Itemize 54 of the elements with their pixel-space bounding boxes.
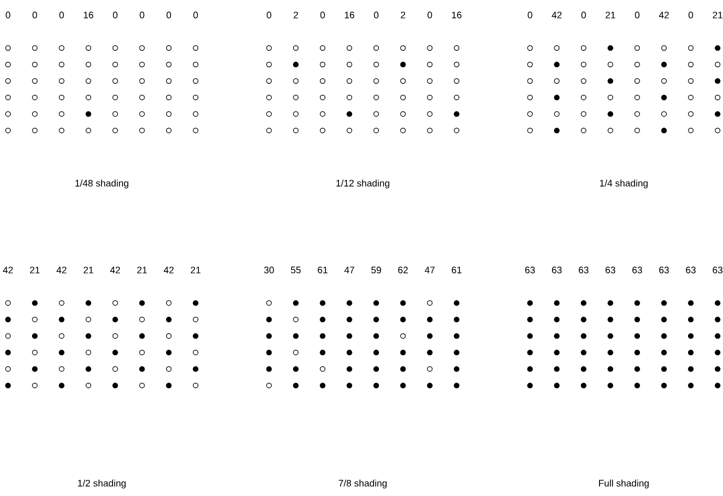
column-value: 42 xyxy=(552,12,562,18)
column-value: 59 xyxy=(371,266,382,274)
column-value: 55 xyxy=(290,266,301,274)
column-value: 42 xyxy=(658,12,669,18)
column-value: 21 xyxy=(30,266,40,274)
column-value: 0 xyxy=(59,12,64,18)
column-value: 21 xyxy=(84,266,94,274)
column-value: 16 xyxy=(84,12,94,18)
column-value: 0 xyxy=(6,12,10,18)
column-value: 0 xyxy=(581,12,586,18)
column-value: 63 xyxy=(552,266,562,274)
column-value: 42 xyxy=(56,266,66,274)
column-value: 0 xyxy=(528,12,532,18)
column-value: 21 xyxy=(190,266,200,274)
column-value: 21 xyxy=(712,12,722,18)
column-value: 47 xyxy=(424,266,435,274)
column-value: 0 xyxy=(140,12,144,18)
column-value: 63 xyxy=(632,266,642,274)
shading-caption: 1/12 shading xyxy=(336,180,390,188)
column-value: 42 xyxy=(2,266,13,274)
column-value: 63 xyxy=(659,266,669,274)
column-value: 47 xyxy=(344,266,354,274)
column-value: 63 xyxy=(712,266,722,274)
column-value: 0 xyxy=(112,12,118,18)
column-value: 30 xyxy=(264,266,274,274)
column-value: 0 xyxy=(688,12,694,18)
column-value: 16 xyxy=(344,12,354,18)
shading-caption: 1/2 shading xyxy=(78,480,126,488)
column-value: 0 xyxy=(428,12,432,18)
column-value: 62 xyxy=(398,266,408,274)
column-value: 63 xyxy=(578,266,588,274)
shading-caption: 1/48 shading xyxy=(75,180,128,188)
column-value: 61 xyxy=(318,266,328,274)
column-value: 21 xyxy=(137,266,147,274)
column-value: 0 xyxy=(166,12,172,18)
shading-caption: 1/4 shading xyxy=(600,180,648,188)
column-value: 0 xyxy=(374,12,378,18)
column-value: 63 xyxy=(525,266,535,274)
shading-caption: Full shading xyxy=(599,480,649,488)
column-value: 0 xyxy=(634,12,640,18)
column-value: 2 xyxy=(294,12,298,18)
column-value: 2 xyxy=(400,12,406,18)
column-value: 0 xyxy=(193,12,198,18)
column-value: 63 xyxy=(686,266,696,274)
column-value: 61 xyxy=(452,266,462,274)
column-value: 42 xyxy=(164,266,174,274)
column-value: 0 xyxy=(32,12,38,18)
column-value: 0 xyxy=(266,12,272,18)
column-value: 0 xyxy=(320,12,325,18)
column-value: 42 xyxy=(110,266,120,274)
shading-caption: 7/8 shading xyxy=(338,480,387,488)
column-value: 21 xyxy=(606,12,616,18)
column-value: 16 xyxy=(452,12,462,18)
column-value: 63 xyxy=(606,266,616,274)
